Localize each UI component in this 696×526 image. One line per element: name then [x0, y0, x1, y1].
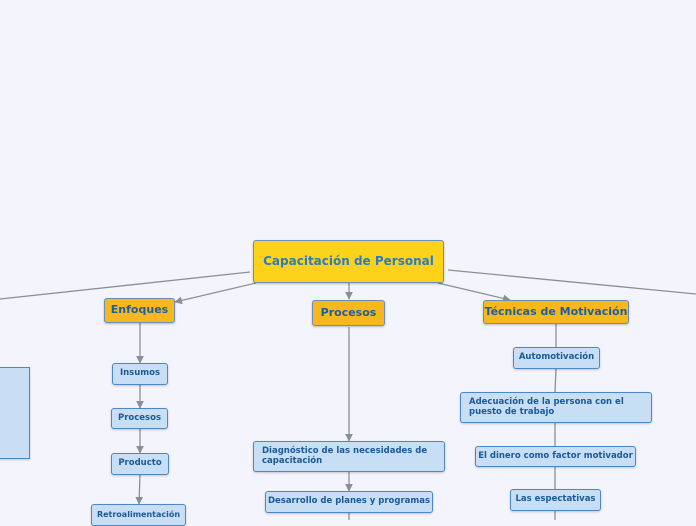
branch-enfoques[interactable]: Enfoques — [104, 298, 175, 323]
connector-root-tecnicas — [437, 282, 511, 303]
node-desarrollo-planes[interactable]: Desarrollo de planes y programas — [265, 491, 433, 513]
branch-procesos[interactable]: Procesos — [312, 300, 385, 326]
node-procesos-enfoque[interactable]: Procesos — [111, 408, 168, 429]
node-diagnostico-label: Diagnóstico de las necesidades de capaci… — [262, 446, 428, 466]
branch-tecnicas-motivacion[interactable]: Técnicas de Motivación — [483, 300, 629, 324]
node-producto-label: Producto — [118, 458, 162, 469]
branch-enfoques-label: Enfoques — [110, 303, 169, 317]
node-automotivacion-label: Automotivación — [518, 352, 595, 363]
node-retroalimentacion-label: Retroalimentación — [96, 509, 181, 519]
node-insumos-label: Insumos — [119, 368, 161, 379]
node-insumos[interactable]: Insumos — [112, 363, 168, 385]
connector-root-right-offscreen — [447, 269, 696, 295]
connector-root-enfoques — [174, 282, 257, 305]
node-dinero-factor[interactable]: El dinero como factor motivador — [475, 446, 636, 467]
node-adecuacion-label: Adecuación de la persona con el puesto d… — [469, 397, 624, 417]
node-espectativas[interactable]: Las espectativas — [510, 489, 601, 511]
node-desarrollo-label: Desarrollo de planes y programas — [267, 496, 431, 507]
node-adecuacion-puesto[interactable]: Adecuación de la persona con el puesto d… — [460, 392, 652, 423]
connector-root-left-offscreen — [0, 271, 251, 300]
branch-tecnicas-label: Técnicas de Motivación — [484, 304, 628, 318]
connector-automotivacion-adecuacion — [554, 368, 557, 393]
node-retroalimentacion[interactable]: Retroalimentación — [91, 504, 186, 526]
root-node-label: Capacitación de Personal — [263, 253, 434, 268]
node-producto[interactable]: Producto — [111, 453, 169, 475]
offscreen-left-node[interactable] — [0, 367, 30, 459]
node-dinero-label: El dinero como factor motivador — [478, 450, 633, 461]
node-espectativas-label: Las espectativas — [515, 494, 596, 505]
branch-procesos-label: Procesos — [320, 305, 377, 319]
node-procesos-enfoque-label: Procesos — [117, 412, 162, 423]
node-automotivacion[interactable]: Automotivación — [513, 347, 600, 369]
root-node[interactable]: Capacitación de Personal — [253, 240, 444, 283]
connector-producto-retro — [135, 474, 144, 505]
node-diagnostico-necesidades[interactable]: Diagnóstico de las necesidades de capaci… — [253, 441, 445, 472]
